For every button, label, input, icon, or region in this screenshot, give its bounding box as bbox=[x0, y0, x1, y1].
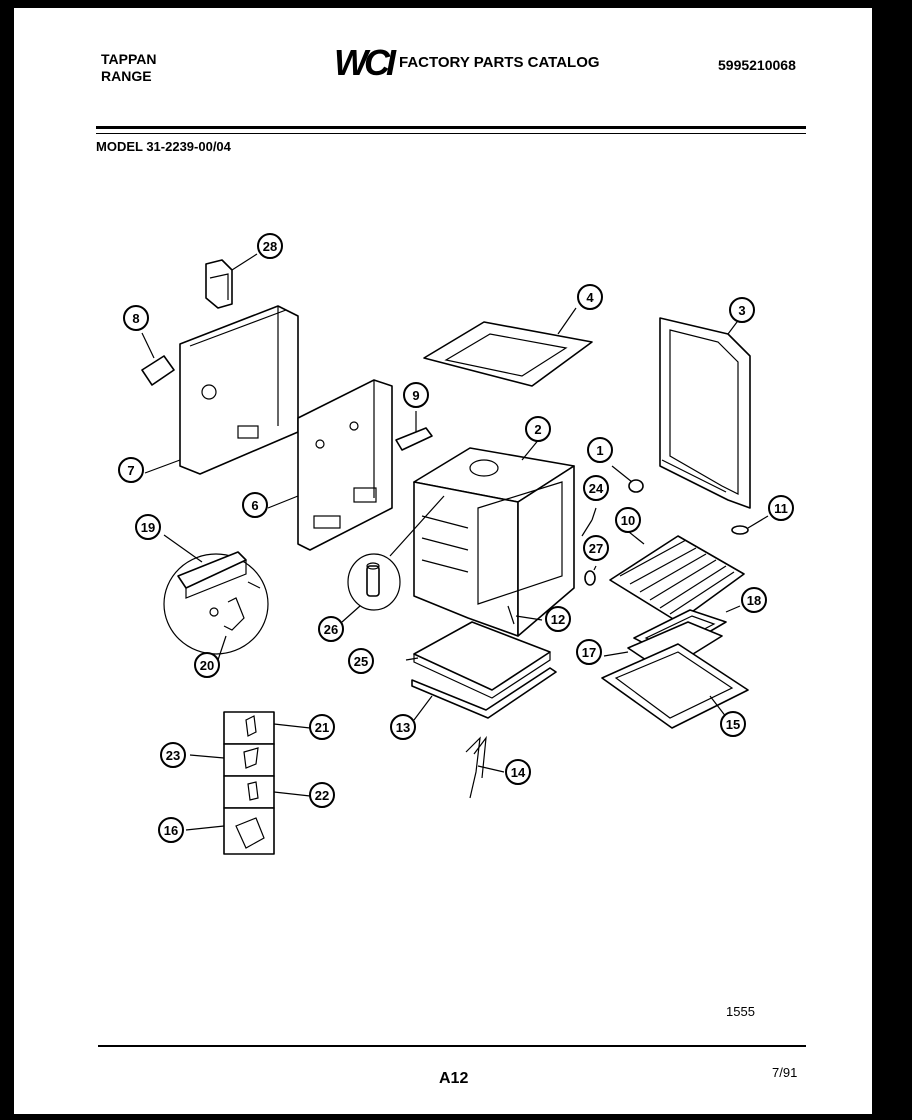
svg-text:19: 19 bbox=[141, 520, 155, 535]
svg-text:9: 9 bbox=[412, 388, 419, 403]
svg-text:27: 27 bbox=[589, 541, 603, 556]
svg-text:13: 13 bbox=[396, 720, 410, 735]
part-11-leveler bbox=[731, 515, 769, 535]
svg-text:1: 1 bbox=[596, 443, 603, 458]
part-4-top-panel bbox=[423, 307, 593, 387]
callout-18: 18 bbox=[741, 587, 767, 613]
svg-text:26: 26 bbox=[324, 622, 338, 637]
callout-1: 1 bbox=[587, 437, 613, 463]
brand-line-2: RANGE bbox=[101, 68, 152, 84]
part-12-pin bbox=[507, 605, 543, 625]
part-6-inner-panel bbox=[267, 379, 393, 551]
detail-circle-19-20 bbox=[163, 534, 269, 661]
part-25-oven-bottom bbox=[405, 621, 551, 699]
part-24-pin bbox=[581, 507, 597, 537]
footer-rule bbox=[98, 1045, 806, 1047]
header-rule-top bbox=[96, 126, 806, 129]
part-14-bracket bbox=[465, 735, 505, 799]
callout-10: 10 bbox=[615, 507, 641, 533]
svg-text:17: 17 bbox=[582, 645, 596, 660]
svg-text:20: 20 bbox=[200, 658, 214, 673]
svg-text:15: 15 bbox=[726, 717, 740, 732]
svg-text:11: 11 bbox=[774, 501, 788, 516]
callout-7: 7 bbox=[118, 457, 144, 483]
part-1-nut bbox=[611, 465, 644, 493]
callout-19: 19 bbox=[135, 514, 161, 540]
part-13-base-frame bbox=[411, 667, 557, 721]
drawing-number: 1555 bbox=[726, 1004, 755, 1019]
revision-date: 7/91 bbox=[772, 1065, 798, 1080]
part-2-oven-body bbox=[413, 437, 575, 637]
logo-text: WCI bbox=[334, 43, 397, 81]
svg-text:10: 10 bbox=[621, 513, 635, 528]
svg-text:6: 6 bbox=[251, 498, 258, 513]
callout-6: 6 bbox=[242, 492, 268, 518]
svg-text:7: 7 bbox=[127, 463, 134, 478]
part-8-plate bbox=[141, 332, 175, 386]
page-code: A12 bbox=[439, 1070, 469, 1087]
callout-25: 25 bbox=[348, 648, 374, 674]
part-28-bracket bbox=[205, 253, 258, 309]
catalog-number: 5995210068 bbox=[718, 57, 796, 73]
part-10-oven-rack bbox=[609, 527, 745, 623]
svg-text:16: 16 bbox=[164, 823, 178, 838]
callout-20: 20 bbox=[194, 652, 220, 678]
svg-text:12: 12 bbox=[551, 612, 565, 627]
callout-24: 24 bbox=[583, 475, 609, 501]
callout-15: 15 bbox=[720, 711, 746, 737]
brand-line-1: TAPPAN bbox=[101, 51, 157, 67]
svg-text:23: 23 bbox=[166, 748, 180, 763]
svg-text:4: 4 bbox=[586, 290, 594, 305]
callout-2: 2 bbox=[525, 416, 551, 442]
svg-text:24: 24 bbox=[589, 481, 604, 496]
parts-catalog-sheet: TAPPAN RANGE WCI FACTORY PARTS CATALOG 5… bbox=[14, 8, 872, 1114]
callout-13: 13 bbox=[390, 714, 416, 740]
callout-21: 21 bbox=[309, 714, 335, 740]
model-number: MODEL 31-2239-00/04 bbox=[96, 139, 231, 154]
callout-16: 16 bbox=[158, 817, 184, 843]
detail-circle-26 bbox=[341, 495, 445, 623]
svg-text:14: 14 bbox=[511, 765, 526, 780]
callout-4: 4 bbox=[577, 284, 603, 310]
part-15-broiler-drawer bbox=[601, 643, 749, 729]
callout-12: 12 bbox=[545, 606, 571, 632]
callout-17: 17 bbox=[576, 639, 602, 665]
callout-22: 22 bbox=[309, 782, 335, 808]
callout-3: 3 bbox=[729, 297, 755, 323]
callout-9: 9 bbox=[403, 382, 429, 408]
callout-14: 14 bbox=[505, 759, 531, 785]
part-7-back-panel bbox=[144, 305, 299, 475]
part-27-clip bbox=[584, 565, 597, 586]
svg-text:3: 3 bbox=[738, 303, 745, 318]
header-rule-bottom bbox=[96, 133, 806, 134]
callout-8: 8 bbox=[123, 305, 149, 331]
catalog-title: FACTORY PARTS CATALOG bbox=[399, 54, 600, 71]
svg-text:21: 21 bbox=[315, 720, 329, 735]
svg-text:18: 18 bbox=[747, 593, 761, 608]
callout-27: 27 bbox=[583, 535, 609, 561]
part-9-strip bbox=[395, 411, 433, 451]
callout-26: 26 bbox=[318, 616, 344, 642]
callout-23: 23 bbox=[160, 742, 186, 768]
parts-stack-switches bbox=[185, 711, 311, 855]
callout-28: 28 bbox=[257, 233, 283, 259]
svg-text:2: 2 bbox=[534, 422, 541, 437]
wci-logo: WCI bbox=[334, 43, 397, 81]
svg-text:28: 28 bbox=[263, 239, 277, 254]
svg-text:25: 25 bbox=[354, 654, 368, 669]
exploded-parts-diagram: 28 8 4 3 7 6 9 2 1 24 10 11 19 27 26 12 … bbox=[118, 233, 794, 855]
brand-name: TAPPAN RANGE bbox=[101, 51, 156, 85]
svg-text:22: 22 bbox=[315, 788, 329, 803]
callout-11: 11 bbox=[768, 495, 794, 521]
svg-text:8: 8 bbox=[132, 311, 139, 326]
part-3-door-frame bbox=[659, 317, 751, 509]
